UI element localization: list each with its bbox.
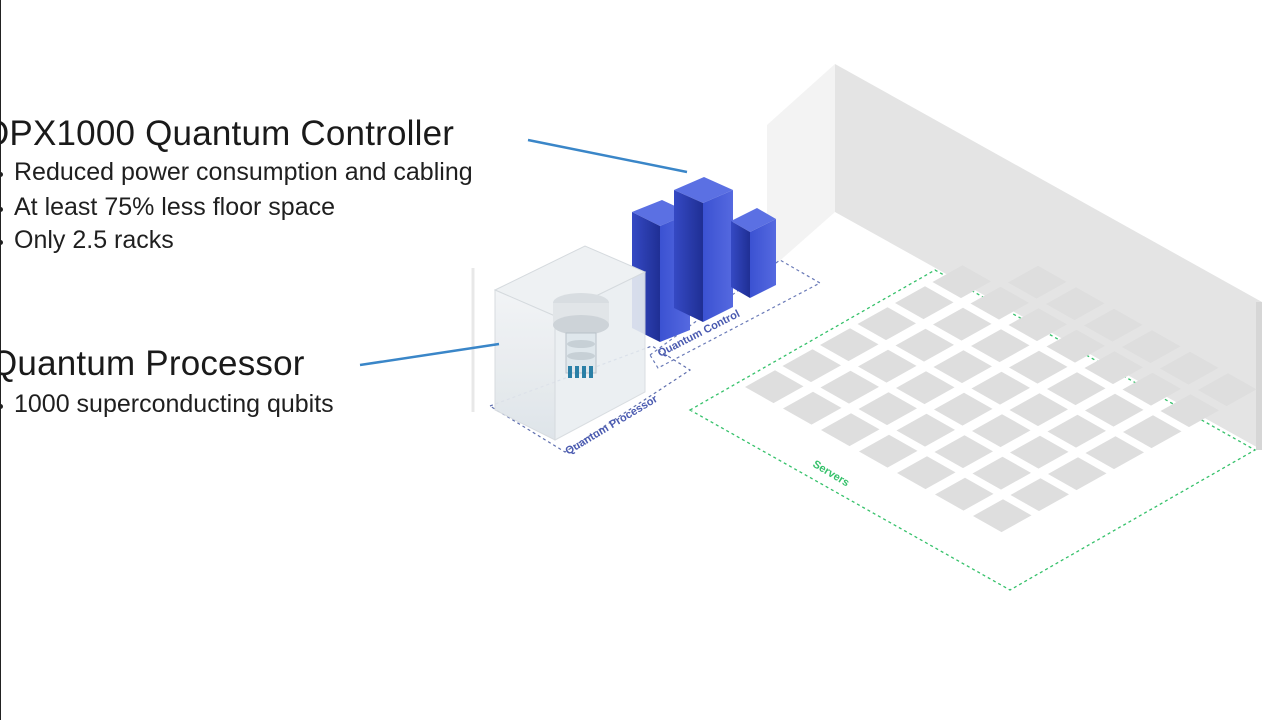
server-tile xyxy=(973,499,1032,533)
server-tile xyxy=(1047,414,1106,448)
server-tile xyxy=(1046,329,1105,363)
server-tile xyxy=(820,328,879,362)
processor-title: Quantum Processor xyxy=(0,344,305,383)
server-tile xyxy=(896,371,955,405)
server-tile xyxy=(745,370,804,404)
server-tile xyxy=(783,391,842,425)
server-tile xyxy=(1084,351,1143,385)
server-tile xyxy=(1198,373,1257,407)
server-tile xyxy=(1160,394,1219,428)
server-tile xyxy=(935,477,994,511)
server-tile xyxy=(896,413,955,447)
controller-title: OPX1000 Quantum Controller xyxy=(0,114,455,153)
cryostat-enclosure xyxy=(493,245,647,441)
server-tile xyxy=(857,307,916,341)
server-tile xyxy=(858,349,917,383)
server-tile xyxy=(1085,436,1144,470)
server-tile xyxy=(933,350,992,384)
quantum-controller-racks xyxy=(632,177,776,342)
slide-left-edge xyxy=(0,0,1,720)
server-tile xyxy=(971,371,1030,405)
server-tile xyxy=(972,414,1031,448)
controller-callout-line xyxy=(527,138,688,174)
server-tile xyxy=(1085,393,1144,427)
server-tile xyxy=(1046,287,1105,321)
server-tile xyxy=(970,286,1029,320)
dilution-refrigerator-icon xyxy=(553,293,609,378)
server-tile xyxy=(1047,372,1106,406)
server-tile xyxy=(1010,435,1069,469)
server-tile xyxy=(1008,265,1067,299)
server-tile xyxy=(1123,415,1182,449)
server-tile xyxy=(1008,308,1067,342)
server-tile xyxy=(1084,308,1143,342)
server-tile xyxy=(1048,457,1107,491)
server-tile xyxy=(859,434,918,468)
processor-bullet-1: 1000 superconducting qubits xyxy=(0,390,334,418)
rack-half xyxy=(731,208,776,298)
server-tile xyxy=(821,413,880,447)
server-tile xyxy=(1010,478,1069,512)
server-tile xyxy=(820,370,879,404)
server-tile xyxy=(895,286,954,320)
server-tile xyxy=(972,456,1031,490)
server-tile xyxy=(1122,330,1181,364)
server-tile xyxy=(932,265,991,299)
server-tile xyxy=(897,456,956,490)
server-tiles xyxy=(745,265,1257,533)
servers-label: Servers xyxy=(810,458,851,489)
controller-bullet-2: At least 75% less floor space xyxy=(0,193,335,221)
server-tile xyxy=(934,392,993,426)
controller-bullet-1: Reduced power consumption and cabling xyxy=(0,158,473,186)
server-tile xyxy=(782,349,841,383)
server-tile xyxy=(1160,351,1219,385)
server-tile xyxy=(1009,393,1068,427)
server-tile xyxy=(895,328,954,362)
server-tile xyxy=(1009,350,1068,384)
rack-2 xyxy=(674,177,733,322)
server-tile xyxy=(933,307,992,341)
server-tile xyxy=(971,329,1030,363)
processor-callout-line xyxy=(359,342,500,367)
server-tile xyxy=(1122,372,1181,406)
controller-bullet-3: Only 2.5 racks xyxy=(0,226,174,254)
server-tile xyxy=(934,435,993,469)
server-tile xyxy=(858,392,917,426)
